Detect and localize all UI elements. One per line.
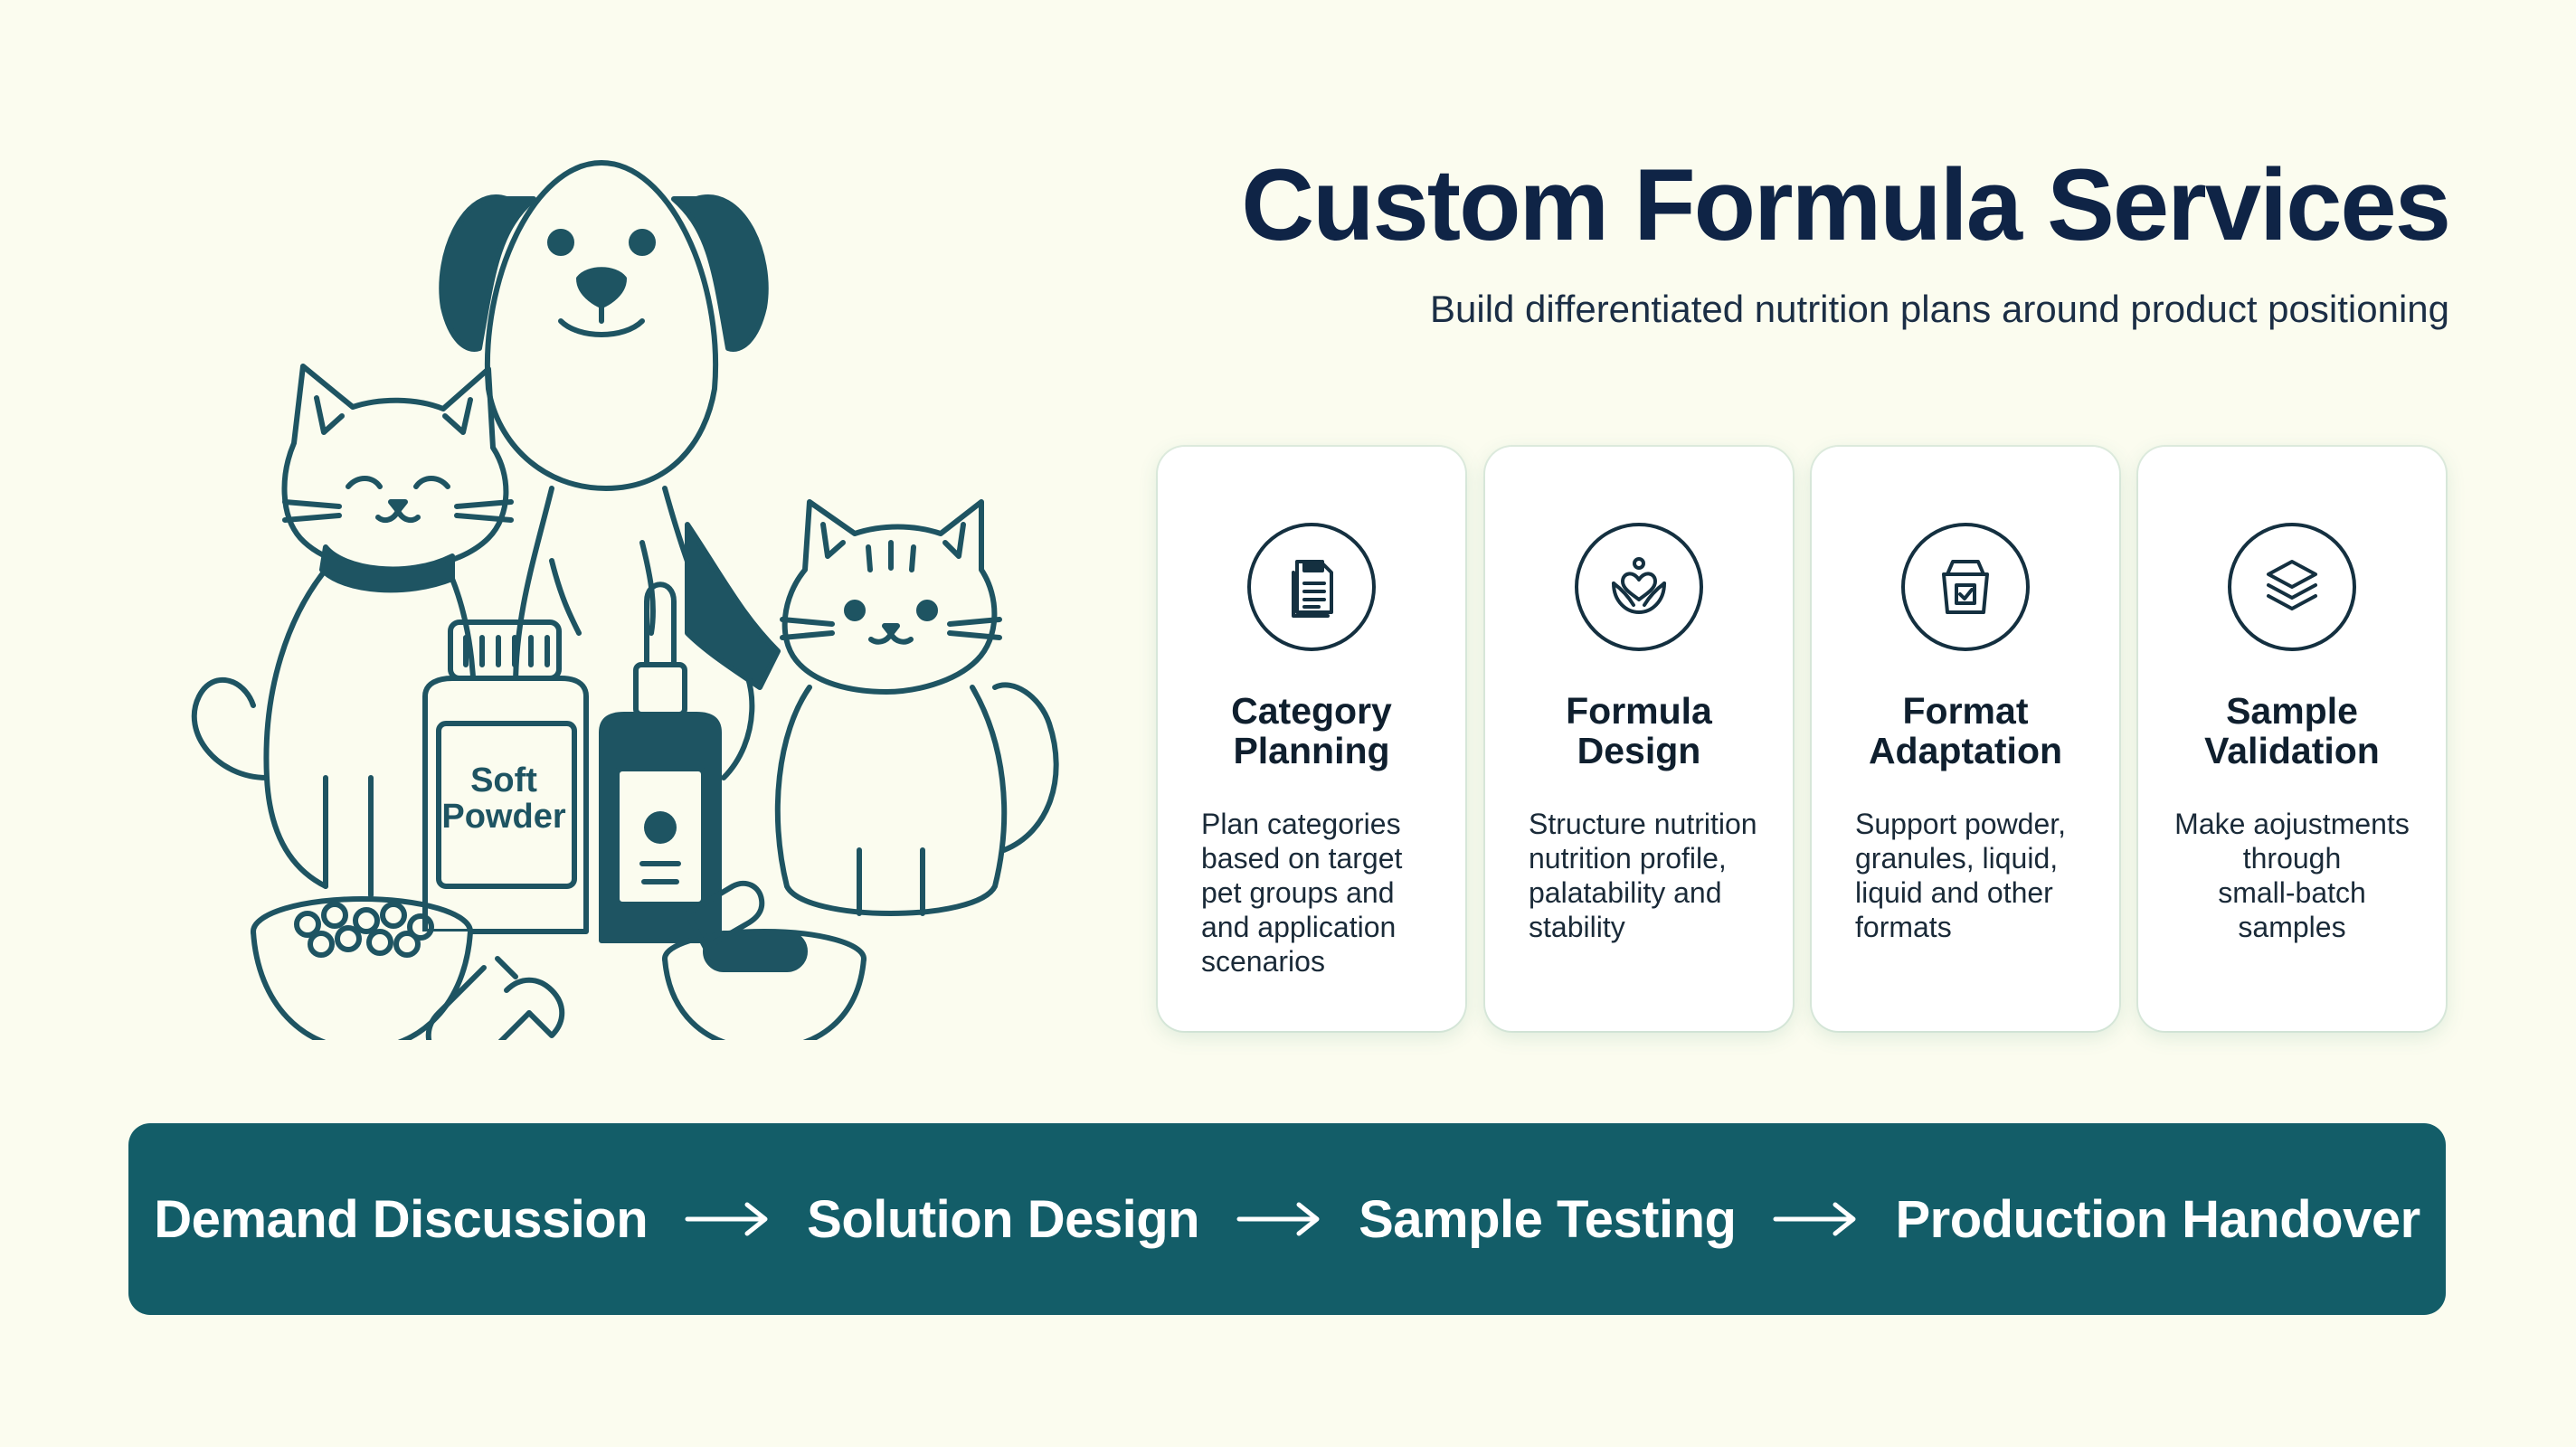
cat-right-illustration — [774, 499, 1059, 916]
layers-icon — [2228, 523, 2356, 651]
process-flow-banner: Demand Discussion Solution Design Sample… — [128, 1123, 2446, 1315]
card-description: Structure nutrition nutrition profile, p… — [1529, 808, 1757, 943]
food-bowl-left — [251, 896, 473, 1040]
card-category-planning[interactable]: Category Planning Plan categories based … — [1158, 447, 1465, 1031]
arrow-right-icon — [1236, 1202, 1320, 1236]
card-description: Support powder, granules, liquid, liquid… — [1855, 808, 2067, 943]
soft-powder-jar — [422, 619, 589, 934]
arrow-right-icon — [685, 1202, 768, 1236]
heart-hands-icon — [1575, 523, 1703, 651]
food-bowl-right — [662, 880, 867, 1040]
arrow-right-icon — [1773, 1202, 1856, 1236]
card-description: Make aojustments through small-batch sam… — [2174, 808, 2410, 943]
card-title: Format Adaptation — [1868, 690, 2063, 771]
card-title: Formula Design — [1566, 690, 1712, 771]
card-title: Sample Validation — [2204, 690, 2380, 771]
dog-illustration — [439, 160, 781, 780]
document-icon — [1247, 523, 1376, 651]
package-check-icon — [1901, 523, 2030, 651]
card-format-adaptation[interactable]: Format Adaptation Support powder, granul… — [1812, 447, 2119, 1031]
cat-left-illustration — [191, 364, 514, 898]
card-sample-validation[interactable]: Sample Validation Make aojustments throu… — [2138, 447, 2446, 1031]
dropper-bottle — [599, 582, 722, 943]
card-title: Category Planning — [1231, 690, 1392, 771]
page-title: Custom Formula Services — [1241, 148, 2451, 261]
jar-label-line1: Soft — [470, 761, 537, 799]
card-formula-design[interactable]: Formula Design Structure nutrition nutri… — [1485, 447, 1793, 1031]
step-demand-discussion: Demand Discussion — [154, 1189, 649, 1249]
step-solution-design: Solution Design — [807, 1189, 1200, 1249]
card-description: Plan categories based on target pet grou… — [1201, 808, 1403, 978]
step-sample-testing: Sample Testing — [1359, 1189, 1737, 1249]
step-production-handover: Production Handover — [1895, 1189, 2420, 1249]
service-cards: Category Planning Plan categories based … — [1158, 447, 2446, 1031]
capsules — [425, 956, 565, 1040]
pet-nutrition-illustration: Soft Powder — [191, 160, 1059, 1040]
page-subtitle: Build differentiated nutrition plans aro… — [1430, 288, 2449, 330]
jar-label-line2: Powder — [441, 798, 565, 836]
